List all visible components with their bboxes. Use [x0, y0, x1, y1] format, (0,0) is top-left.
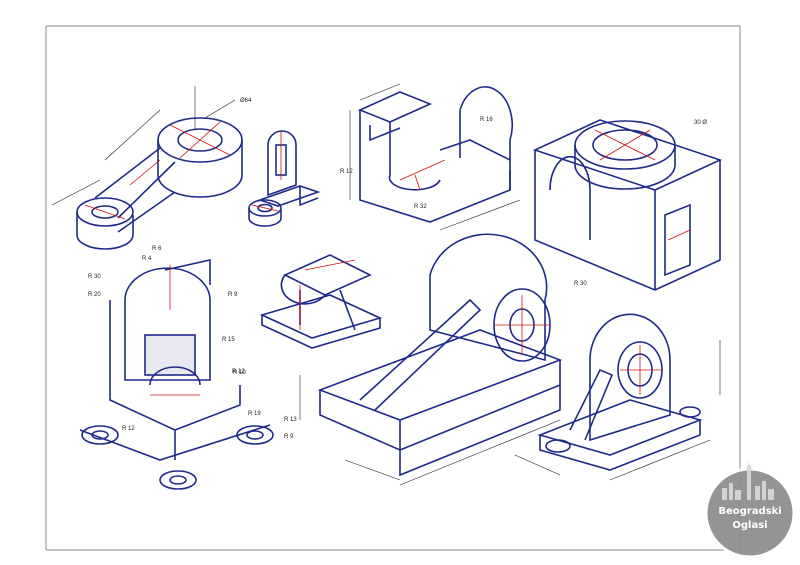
part-lever-dimensions — [51, 86, 236, 206]
watermark-line2: Oglasi — [732, 520, 767, 531]
watermark-logo: Beogradski Oglasi — [704, 462, 796, 559]
label-r19: R 19 — [248, 411, 261, 417]
label-r16: R 16 — [480, 117, 493, 123]
part-lever — [76, 117, 243, 250]
part-lever-centerlines — [84, 121, 231, 220]
part-bored-block-centerlines — [594, 129, 691, 241]
part-bracket-centerlines — [251, 130, 282, 212]
label-r13: R 13 — [284, 417, 297, 423]
label-dia64: Ø64 — [240, 98, 252, 104]
label-dia30: 30 Ø — [694, 120, 707, 126]
part-cradle-centerlines — [299, 259, 356, 330]
label-r12c: R 12 — [232, 369, 245, 375]
label-r12: R 12 — [340, 169, 353, 175]
label-r20: R 20 — [88, 292, 101, 298]
label-r30: R 30 — [88, 274, 101, 280]
part-pedestal — [79, 259, 274, 490]
label-r10: R 10 — [233, 370, 246, 376]
part-angled-support-centerlines — [620, 345, 662, 395]
part-bearing-support-dimensions — [299, 375, 561, 486]
label-r12b: R 12 — [122, 426, 135, 432]
label-r9: R 9 — [228, 292, 238, 298]
label-r9b: R 9 — [284, 434, 294, 440]
part-bored-block — [532, 119, 723, 291]
watermark-line1: Beogradski — [718, 506, 781, 517]
label-r6: R 6 — [152, 246, 162, 252]
part-bearing-support — [317, 233, 563, 477]
part-slotted-block-dimensions — [349, 83, 521, 231]
part-slotted-block — [357, 86, 513, 223]
part-angled-support-dimensions — [514, 340, 721, 481]
part-pedestal-centerlines — [150, 265, 200, 396]
sheet-border — [45, 25, 741, 551]
label-r32: R 32 — [414, 204, 427, 210]
label-r4: R 4 — [142, 256, 152, 262]
part-bearing-support-centerlines — [495, 295, 550, 355]
part-slotted-block-centerlines — [399, 159, 446, 191]
label-r15: R 15 — [222, 337, 235, 343]
label-r30b: R 30 — [574, 281, 587, 287]
